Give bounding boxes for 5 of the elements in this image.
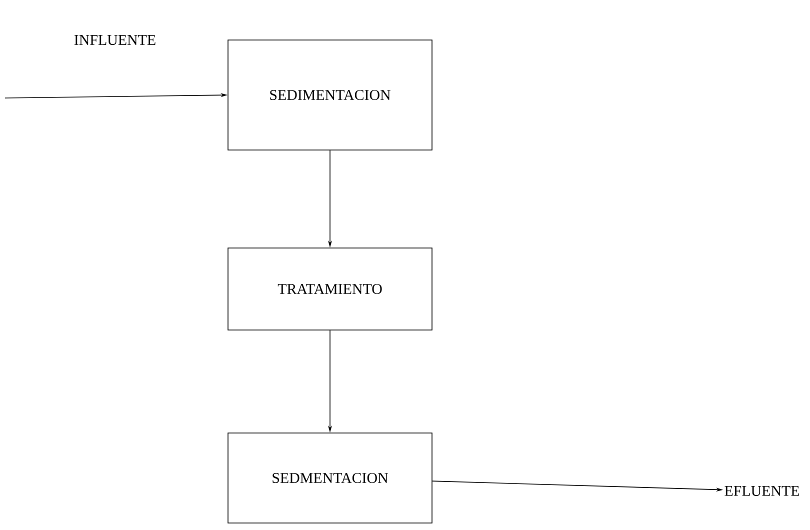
output-label: EFLUENTE bbox=[724, 486, 800, 496]
process-box: SEDIMENTACION bbox=[228, 40, 432, 150]
edge-label: INFLUENTE bbox=[72, 34, 158, 46]
process-box: SEDMENTACION bbox=[228, 432, 432, 524]
process-box: TRATAMIENTO bbox=[228, 248, 432, 330]
